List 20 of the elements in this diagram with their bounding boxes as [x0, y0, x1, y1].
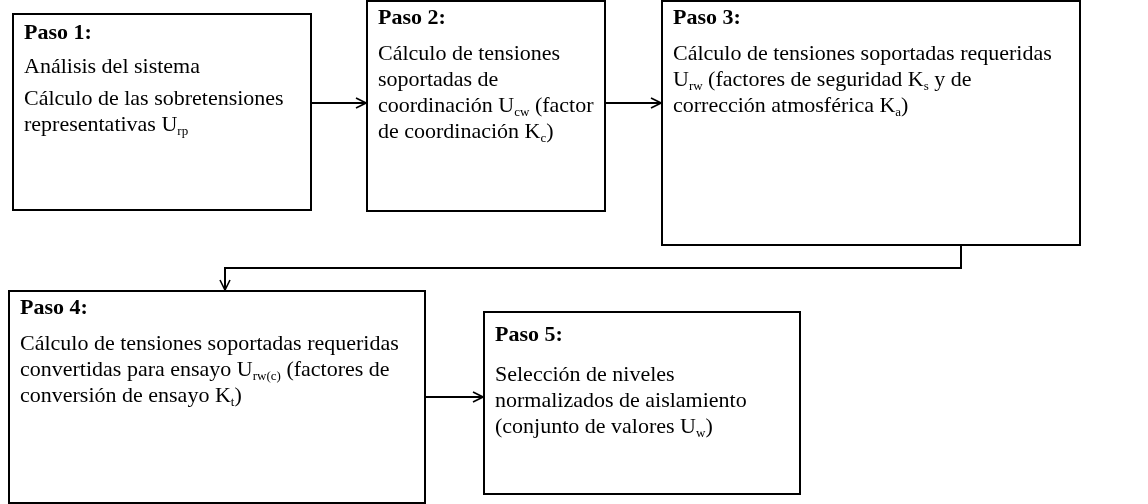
- step-heading: Paso 4:: [20, 294, 89, 321]
- step-box: [8, 290, 426, 504]
- step-description: Selección de niveles normalizados de aislamiento (conjunto de valores U$_{w}$): [495, 361, 748, 440]
- step-description: Análisis del sistema: [24, 53, 201, 80]
- step-description: Cálculo de tensiones soportadas requeridas U$_{rw}$ (factores de seguridad K$_{s}$ y de corrección atmosférica K$_{a}$): [673, 40, 1053, 119]
- step-box: [661, 0, 1081, 246]
- step-heading: Paso 1:: [24, 19, 93, 46]
- arrow: [311, 97, 367, 109]
- step-heading: Paso 2:: [378, 4, 447, 31]
- step-box: [483, 311, 801, 495]
- step-description: Cálculo de tensiones soportadas de coordinación U$_{cw}$ (factor de coordinación K$_{c}$): [378, 40, 594, 145]
- arrow: [605, 97, 662, 109]
- step-heading: Paso 5:: [495, 321, 564, 348]
- arrow: [219, 245, 962, 291]
- step-heading: Paso 3:: [673, 4, 742, 31]
- step-description: Cálculo de tensiones soportadas requeridas convertidas para ensayo U$_{rw(c)}$ (factores de conversión de ensayo K$_{t}$): [20, 330, 400, 409]
- step-description: Cálculo de las sobretensiones representativas U$_{rp}$: [24, 85, 285, 138]
- step-box: [12, 13, 312, 211]
- arrow: [425, 391, 484, 403]
- step-box: [366, 0, 606, 212]
